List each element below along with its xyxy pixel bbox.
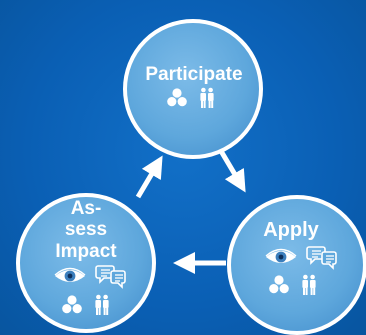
node-assess-impact-circle bbox=[16, 193, 156, 333]
arrow-assess-to-participate bbox=[135, 155, 163, 199]
node-apply-circle bbox=[227, 195, 366, 335]
arrow-participate-to-apply bbox=[218, 149, 246, 193]
node-assess-label-line-3: Impact bbox=[55, 241, 117, 262]
node-participate-circle bbox=[123, 19, 263, 159]
node-apply: Apply bbox=[227, 195, 366, 335]
node-participate: Participate bbox=[123, 19, 263, 159]
node-assess-label-line-1: As- bbox=[71, 198, 102, 219]
node-assess-label-line-2: sess bbox=[65, 219, 107, 240]
arrows bbox=[135, 149, 246, 275]
node-participate-label: Participate bbox=[145, 64, 242, 85]
node-assess-impact: As- sess Impact bbox=[16, 193, 156, 333]
node-apply-label: Apply bbox=[263, 219, 319, 241]
